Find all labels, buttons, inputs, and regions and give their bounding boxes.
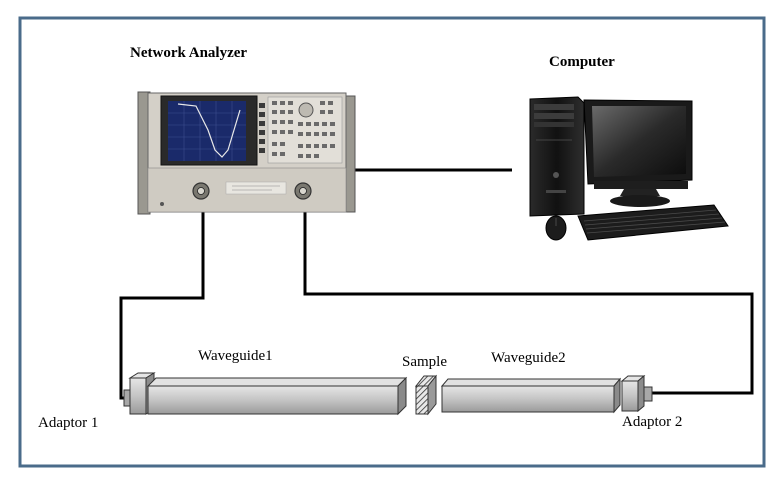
mouse-icon — [545, 215, 567, 241]
port-1 — [192, 182, 210, 200]
waveguide-2-icon — [440, 377, 622, 414]
sample-icon — [414, 374, 438, 416]
cables — [119, 168, 754, 400]
label-network-analyzer: Network Analyzer — [130, 45, 247, 61]
label-sample: Sample — [402, 354, 447, 370]
cable-port1-adaptor1 — [119, 198, 205, 400]
analyzer-screen — [168, 101, 246, 161]
cable-port2-adaptor2 — [303, 198, 754, 395]
analyzer-knob — [298, 102, 314, 118]
label-adaptor-2: Adaptor 2 — [622, 414, 682, 430]
computer-tower-icon — [529, 96, 585, 217]
analyzer-trace — [177, 103, 241, 158]
monitor-icon — [583, 99, 693, 207]
adaptor-2-icon — [620, 374, 653, 413]
waveguide-1-icon — [146, 376, 408, 416]
label-waveguide-2: Waveguide2 — [491, 350, 566, 366]
keyboard-icon — [577, 204, 729, 241]
label-adaptor-1: Adaptor 1 — [38, 415, 98, 431]
label-computer: Computer — [549, 54, 615, 70]
network-analyzer-icon — [137, 91, 356, 215]
label-waveguide-1: Waveguide1 — [198, 348, 273, 364]
port-2 — [294, 182, 312, 200]
computer — [529, 96, 729, 241]
